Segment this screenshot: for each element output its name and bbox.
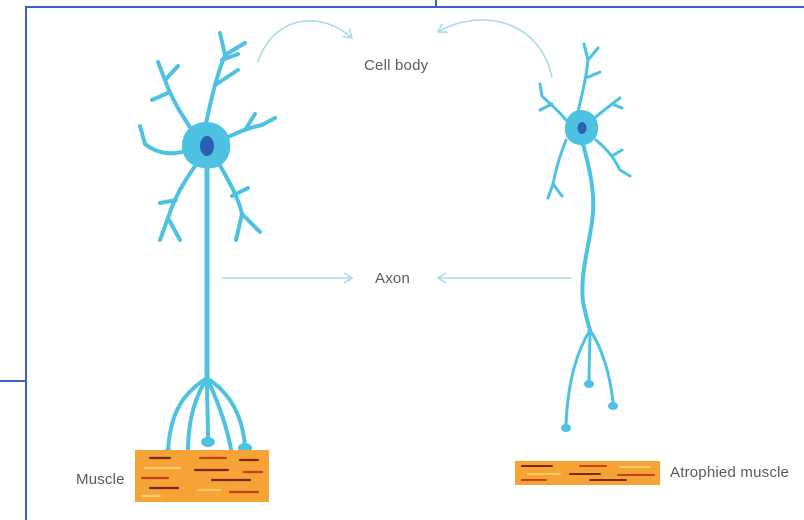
degenerated-axon-terminals (566, 330, 613, 424)
degenerated-axon (582, 144, 593, 330)
atrophied-muscle (515, 461, 660, 485)
cell-body-label: Cell body (364, 57, 428, 74)
healthy-neuron (140, 33, 275, 495)
atrophied-muscle-label: Atrophied muscle (670, 464, 789, 481)
healthy-nucleus (200, 136, 214, 156)
arrow-cell-body-right (438, 20, 552, 78)
degenerated-neuron (540, 44, 630, 432)
axon-label: Axon (375, 270, 410, 287)
healthy-muscle (135, 450, 269, 502)
muscle-label: Muscle (76, 471, 125, 488)
arrow-cell-body-left (258, 21, 352, 62)
degenerated-nucleus (578, 122, 587, 134)
